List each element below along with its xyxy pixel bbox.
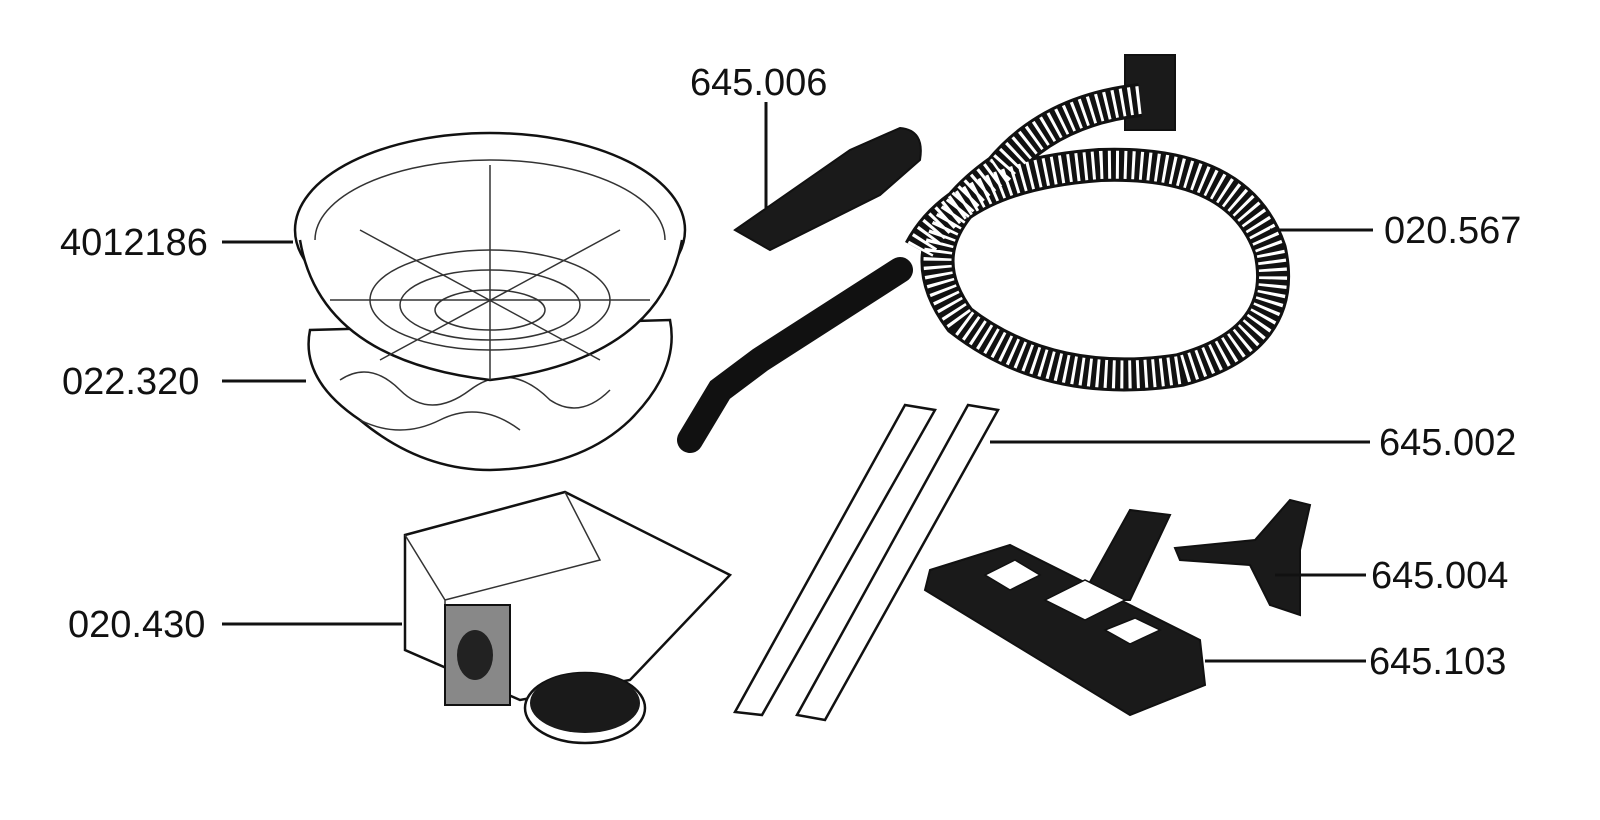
label-upholstery-nozzle: 645.004 — [1371, 555, 1509, 597]
label-crevice-tool: 645.006 — [690, 62, 828, 104]
label-paper-filter-bag: 020.430 — [68, 604, 206, 646]
label-suction-hose: 020.567 — [1384, 210, 1522, 252]
label-basket-filter: 4012186 — [60, 222, 208, 264]
extension-tubes-drawing — [732, 403, 1000, 722]
label-cloth-filter: 022.320 — [62, 361, 200, 403]
upholstery-nozzle-drawing — [1173, 498, 1312, 617]
label-extension-tubes: 645.002 — [1379, 422, 1517, 464]
crevice-tool-drawing — [733, 126, 922, 252]
suction-hose-drawing — [677, 54, 1291, 453]
floor-nozzle-drawing — [923, 508, 1207, 717]
paper-filter-bag-drawing — [403, 490, 733, 745]
label-floor-nozzle: 645.103 — [1369, 641, 1507, 683]
basket-filter-drawing — [293, 131, 687, 382]
